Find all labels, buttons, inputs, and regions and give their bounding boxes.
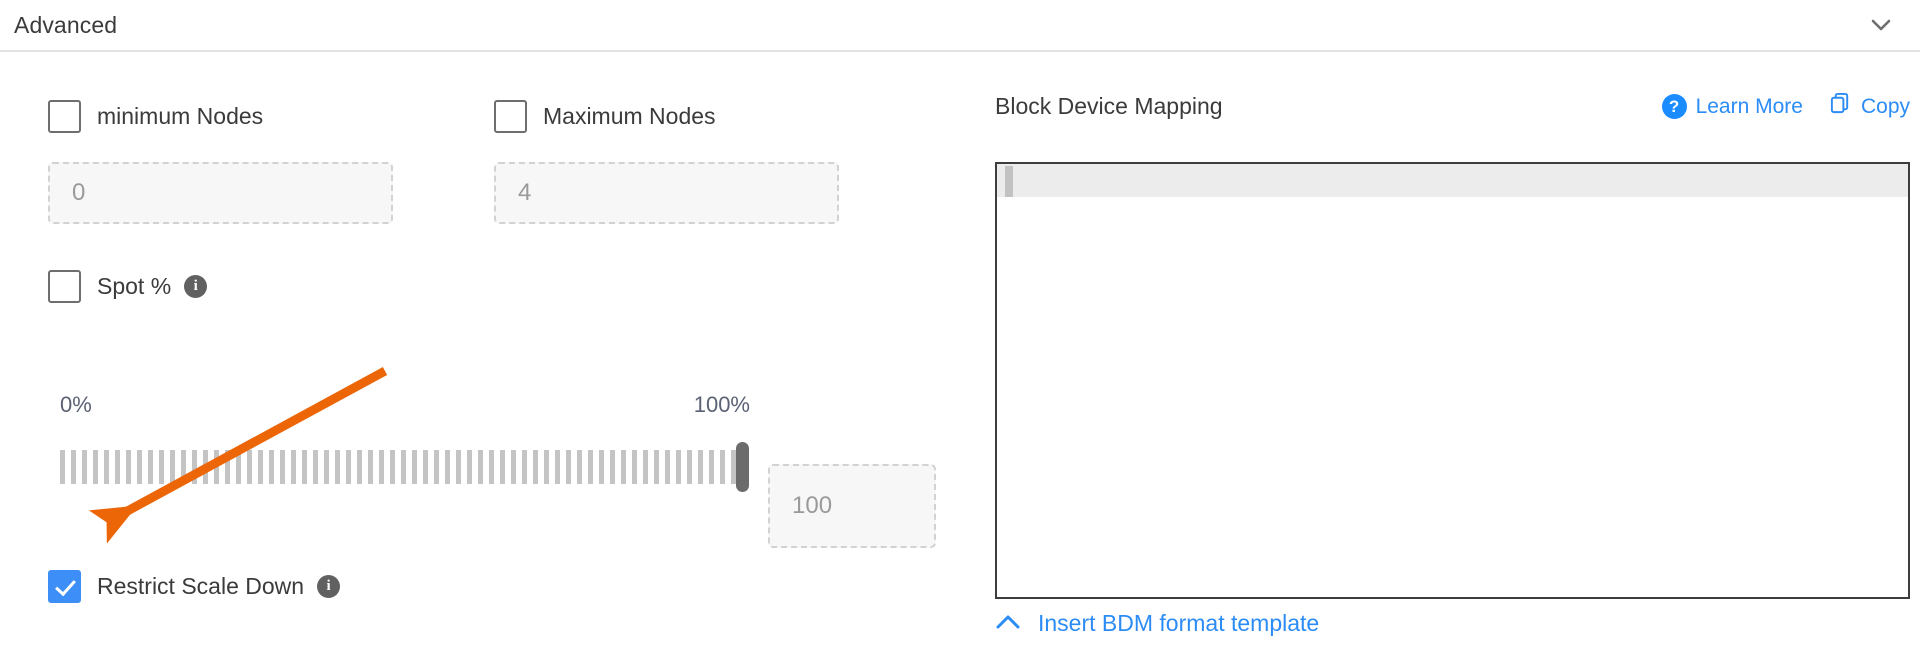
spot-percent-value-input[interactable]: 100 — [768, 464, 936, 548]
learn-more-link[interactable]: ? Learn More — [1661, 94, 1803, 119]
restrict-scale-down-label: Restrict Scale Down — [97, 573, 305, 599]
spot-percent-slider-track[interactable] — [60, 450, 750, 484]
spot-percent-label: Spot % — [97, 273, 172, 299]
maximum-nodes-row[interactable]: Maximum Nodes — [494, 100, 716, 133]
copy-icon — [1829, 92, 1852, 121]
block-device-mapping-editor[interactable] — [995, 162, 1910, 599]
spot-percent-info-icon[interactable]: i — [184, 275, 208, 298]
copy-button[interactable]: Copy — [1829, 92, 1910, 121]
spot-percent-row[interactable]: Spot % i — [48, 270, 208, 303]
copy-icon-glyph — [1830, 92, 1849, 114]
block-device-mapping-column: Block Device Mapping ? Learn More Copy — [995, 52, 1920, 656]
restrict-scale-down-info-icon[interactable]: i — [317, 575, 341, 598]
scaling-settings-column: minimum Nodes 0 Maximum Nodes 4 Spot % i… — [0, 52, 980, 656]
spot-percent-checkbox[interactable] — [48, 270, 81, 303]
page-title: Advanced — [14, 11, 118, 38]
chevron-down-glyph — [1871, 19, 1891, 31]
question-circle-icon: ? — [1661, 94, 1687, 119]
maximum-nodes-input[interactable]: 4 — [494, 162, 839, 224]
copy-label: Copy — [1860, 94, 1910, 118]
slider-min-label: 0% — [60, 392, 92, 417]
slider-range-labels: 0% 100% — [60, 392, 750, 418]
chevron-up-icon — [995, 610, 1021, 637]
insert-bdm-template-link[interactable]: Insert BDM format template — [995, 610, 1319, 637]
chevron-up-glyph — [996, 615, 1020, 629]
chevron-down-icon[interactable] — [1864, 8, 1898, 42]
block-device-mapping-title: Block Device Mapping — [995, 93, 1223, 119]
insert-bdm-template-label: Insert BDM format template — [1038, 610, 1320, 636]
minimum-nodes-input[interactable]: 0 — [48, 162, 393, 224]
minimum-nodes-row[interactable]: minimum Nodes — [48, 100, 263, 133]
minimum-nodes-checkbox[interactable] — [48, 100, 81, 133]
restrict-scale-down-row[interactable]: Restrict Scale Down i — [48, 570, 341, 603]
minimum-nodes-label: minimum Nodes — [97, 103, 264, 129]
spot-percent-slider-handle[interactable] — [736, 442, 749, 492]
slider-max-label: 100% — [693, 392, 750, 417]
editor-active-line — [997, 164, 1908, 197]
spot-percent-slider-group: 0% 100% — [60, 392, 750, 502]
block-device-mapping-actions: ? Learn More Copy — [1661, 92, 1910, 121]
maximum-nodes-label: Maximum Nodes — [543, 103, 716, 129]
block-device-mapping-header: Block Device Mapping ? Learn More Copy — [995, 92, 1910, 121]
maximum-nodes-checkbox[interactable] — [494, 100, 527, 133]
advanced-section-header[interactable]: Advanced — [0, 0, 1920, 52]
editor-gutter-marker — [1005, 166, 1013, 197]
learn-more-label: Learn More — [1695, 94, 1803, 118]
restrict-scale-down-checkbox[interactable] — [48, 570, 81, 603]
